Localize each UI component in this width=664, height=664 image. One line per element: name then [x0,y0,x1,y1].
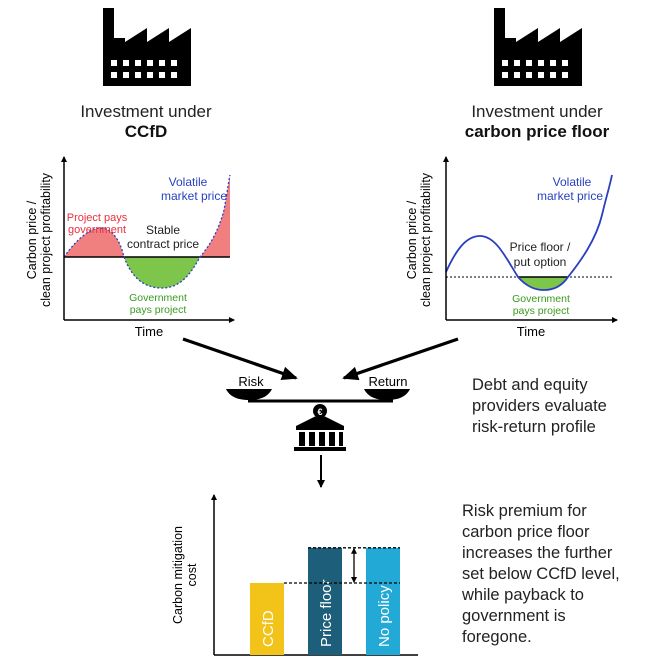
project-pays-label-2: government [68,224,126,236]
bar-no-policy [366,547,400,655]
price-floor-label-1: Price floor / [510,240,571,254]
right-y-axis-label-2: clean project profitability [419,172,433,307]
stable-contract-label-2: contract price [127,237,199,251]
stable-contract-label-1: Stable [146,223,180,237]
scale-description-2: providers evaluate [472,397,607,415]
right-gov-pays-label-1: Government [512,293,570,305]
left-y-axis-label-2: clean project profitability [39,172,53,307]
project-pays-area-right [200,175,230,257]
right-volatile-label-2: market price [537,189,603,203]
price-floor-chart [443,156,618,323]
market-price-curve [63,174,231,289]
balance-scale-icon [226,389,410,403]
bar-price-floor [308,547,342,655]
government-pays-area [124,257,200,288]
left-heading-line2: CCfD [125,122,168,141]
mitigation-cost-chart: CCfD Price floor No policy [211,494,418,656]
bottom-description-6: government is [462,607,566,625]
bar-label: No policy [376,585,393,647]
project-pays-area [64,228,124,257]
bottom-description-4: set below CCfD level, [462,565,620,583]
right-x-axis-label: Time [517,324,545,339]
left-volatile-label-2: market price [161,189,227,203]
bottom-description-5: while payback to [461,586,584,604]
risk-label: Risk [238,374,264,389]
bar-label: CCfD [260,610,277,647]
right-y-axis-label-1: Carbon price / [405,200,419,279]
euro-symbol: € [317,407,322,417]
return-label: Return [368,374,407,389]
scale-description-1: Debt and equity [472,376,588,394]
right-gov-pays-label-2: pays project [513,305,570,317]
bottom-y-axis-label-2: cost [185,563,199,586]
floor-to-return-arrow [342,337,459,381]
bar-ccfd [250,583,284,655]
right-heading-line1: Investment under [471,102,603,121]
ccfd-chart [61,156,235,323]
bank-icon [294,404,346,451]
left-heading-line1: Investment under [80,102,212,121]
market-price-curve [445,174,613,291]
bottom-y-axis-label-1: Carbon mitigation [171,526,185,624]
left-y-axis-label-1: Carbon price / [25,200,39,279]
bottom-description-3: increases the further [462,544,613,562]
bottom-description-7: foregone. [462,628,532,646]
right-volatile-label-1: Volatile [553,175,592,189]
gov-pays-label-2: pays project [130,304,187,316]
scale-description-3: risk-return profile [472,418,596,436]
project-pays-label-1: Project pays [67,212,128,224]
bar-label: Price floor [318,579,335,647]
factory-icon [103,8,191,86]
gov-pays-label-1: Government [129,292,187,304]
price-floor-label-2: put option [514,255,567,269]
factory-icon [494,8,582,86]
left-volatile-label-1: Volatile [169,175,208,189]
ccfd-to-risk-arrow [182,337,298,381]
bottom-description-2: carbon price floor [462,523,590,541]
left-x-axis-label: Time [135,324,163,339]
right-heading-line2: carbon price floor [465,122,610,141]
bottom-description-1: Risk premium for [462,502,587,520]
